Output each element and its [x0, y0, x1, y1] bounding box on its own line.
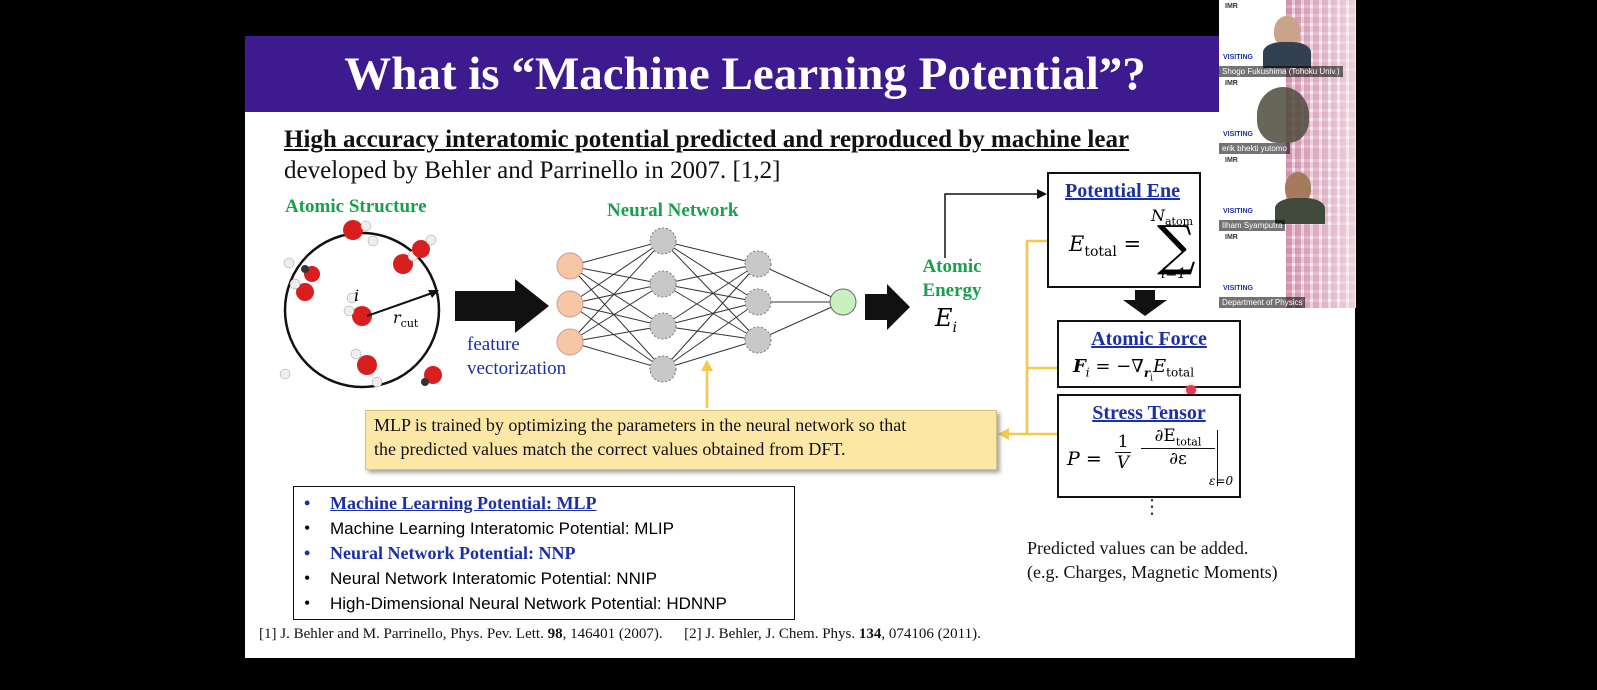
- atomic-energy-symbol: Ei: [935, 304, 958, 336]
- nn-output-node: [829, 288, 857, 316]
- sum-lower-limit: i=1: [1161, 266, 1187, 282]
- participant-video: [1285, 172, 1311, 202]
- frac-partial: ∂Etotal∂ε: [1141, 426, 1215, 469]
- participant-tile[interactable]: IMR VISITING Shogo Fukushima (Tohoku Uni…: [1219, 0, 1356, 77]
- atomic-label: Atomic: [922, 256, 982, 277]
- sum-symbol: ∑: [1157, 214, 1196, 277]
- nn-edges: [569, 240, 844, 370]
- potential-energy-title: Potential Ene: [1065, 180, 1180, 202]
- neural-network-label: Neural Network: [607, 200, 739, 221]
- glossary-item: •Neural Network Potential: NNP: [304, 543, 576, 563]
- nn-input-nodes: [556, 252, 584, 356]
- participant-tile[interactable]: IMR VISITING Ilham Syamputra: [1219, 154, 1356, 231]
- water-molecules: [279, 220, 442, 388]
- banner-text: VISITING: [1223, 208, 1253, 215]
- participant-name: Ilham Syamputra: [1219, 220, 1286, 231]
- presentation-slide: What is “Machine Learning Potential”? Hi…: [245, 36, 1355, 658]
- background-pattern: [1286, 231, 1356, 308]
- banner-text: VISITING: [1223, 54, 1253, 61]
- predicted-values-note: Predicted values can be added.: [1027, 538, 1249, 558]
- participant-name: erik bhekti yutomo: [1219, 143, 1290, 154]
- title-bar: What is “Machine Learning Potential”?: [245, 36, 1355, 112]
- atomic-force-formula: Fi = −∇riEtotal: [1073, 356, 1195, 383]
- participant-video: [1257, 87, 1309, 143]
- terminology-box: •Machine Learning Potential: MLP •Machin…: [293, 486, 795, 620]
- banner-text: VISITING: [1223, 131, 1253, 138]
- glossary-item: •High-Dimensional Neural Network Potenti…: [304, 593, 727, 613]
- feature-label: feature: [467, 334, 520, 355]
- feature-arrow: [455, 279, 549, 333]
- glossary-item: •Machine Learning Potential: MLP: [304, 493, 597, 513]
- laser-pointer-dot: [1186, 385, 1196, 395]
- vectorization-label: vectorization: [467, 358, 567, 379]
- potential-energy-lhs: Etotal =: [1069, 232, 1142, 261]
- atomic-force-box: Atomic Force Fi = −∇riEtotal: [1057, 320, 1241, 388]
- stress-lhs: P =: [1067, 448, 1102, 470]
- banner-text: VISITING: [1223, 285, 1253, 292]
- vertical-ellipsis: ⋮: [1142, 496, 1162, 518]
- slide-subtitle-line2: developed by Behler and Parrinello in 20…: [284, 157, 781, 184]
- imr-logo: IMR: [1225, 234, 1238, 241]
- atom-index-label: i: [354, 286, 360, 305]
- energy-arrow: [865, 284, 910, 330]
- training-callout: MLP is trained by optimizing the paramet…: [365, 410, 997, 470]
- participant-video: [1274, 16, 1300, 46]
- atomic-structure-label: Atomic Structure: [285, 196, 427, 217]
- glossary-item: •Machine Learning Interatomic Potential:…: [304, 518, 674, 538]
- sum-upper-limit: Natom: [1151, 206, 1194, 229]
- references: [1] J. Behler and M. Parrinello, Phys. P…: [259, 626, 981, 642]
- callout-line-2: the predicted values match the correct v…: [374, 439, 846, 459]
- callout-line-1: MLP is trained by optimizing the paramet…: [374, 415, 907, 435]
- evaluation-sub: ε=0: [1209, 474, 1234, 488]
- energy-label: Energy: [922, 280, 982, 301]
- slide-title: What is “Machine Learning Potential”?: [344, 48, 1146, 100]
- predicted-values-examples: (e.g. Charges, Magnetic Moments): [1027, 562, 1278, 582]
- participant-body: [1275, 198, 1325, 224]
- atomic-force-title: Atomic Force: [1091, 328, 1207, 350]
- glossary-item: •Neural Network Interatomic Potential: N…: [304, 568, 657, 588]
- participant-name: Shogo Fukushima (Tohoku Univ.): [1219, 66, 1343, 77]
- participant-name: Department of Physics: [1219, 297, 1306, 308]
- down-arrow: [1123, 290, 1167, 316]
- rcut-label: rcut: [393, 308, 419, 331]
- potential-energy-box: Potential Ene Etotal = Natom ∑ i=1: [1047, 172, 1201, 288]
- imr-logo: IMR: [1225, 157, 1238, 164]
- imr-logo: IMR: [1225, 80, 1238, 87]
- imr-logo: IMR: [1225, 3, 1238, 10]
- participant-tile[interactable]: IMR VISITING Department of Physics: [1219, 231, 1356, 308]
- mlp-diagram: [279, 189, 1167, 440]
- nn-hidden-nodes: [649, 227, 772, 383]
- stress-tensor-title: Stress Tensor: [1092, 402, 1206, 424]
- evaluation-bar: [1217, 430, 1218, 486]
- slide-subtitle: High accuracy interatomic potential pred…: [284, 126, 1130, 153]
- participant-body: [1263, 42, 1311, 68]
- participant-tile[interactable]: IMR VISITING erik bhekti yutomo: [1219, 77, 1356, 154]
